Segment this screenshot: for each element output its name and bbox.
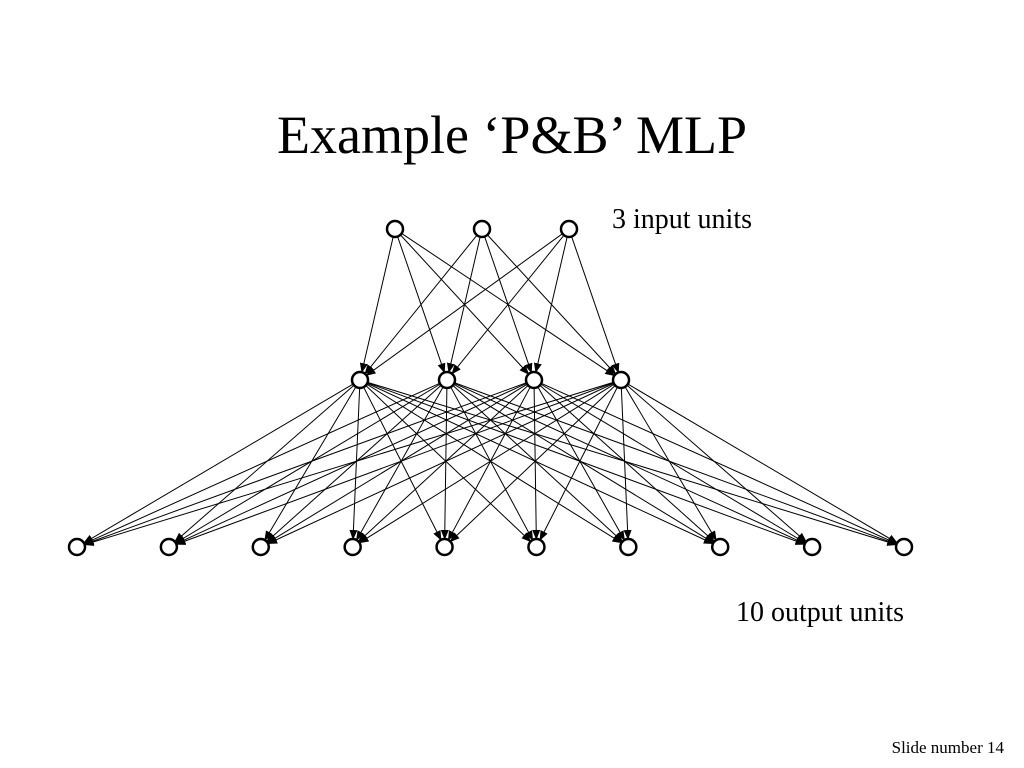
- slide-number: Slide number 14: [891, 738, 1004, 757]
- connection-hidden-4-to-output-8: [624, 386, 717, 541]
- output-unit-1: [67, 537, 87, 557]
- connection-hidden-3-to-output-8: [539, 384, 716, 543]
- connection-hidden-4-to-output-4: [358, 383, 615, 544]
- output-unit-6: [527, 537, 546, 557]
- connection-hidden-4-to-output-6: [539, 386, 618, 541]
- connection-hidden-3-to-output-4: [357, 385, 529, 543]
- connection-input-2-to-hidden-1: [364, 234, 478, 375]
- output-unit-10: [894, 537, 914, 557]
- hidden-unit-1: [350, 370, 370, 390]
- connection-hidden-4-to-output-1: [83, 381, 614, 546]
- connection-hidden-2-to-output-2: [174, 383, 441, 544]
- connection-hidden-2-to-output-7: [452, 385, 624, 543]
- hidden-unit-2: [437, 370, 457, 390]
- connection-hidden-3-to-output-9: [540, 383, 807, 544]
- connection-hidden-1-to-output-10: [367, 381, 898, 546]
- connection-hidden-4-to-output-5: [449, 385, 616, 543]
- hidden-unit-4: [611, 370, 631, 390]
- connection-hidden-1-to-output-2: [174, 384, 355, 543]
- input-units-label: 3 input units: [612, 204, 753, 235]
- connection-input-3-to-hidden-1: [365, 233, 563, 376]
- connection-hidden-1-to-output-9: [367, 382, 806, 545]
- connection-input-3-to-hidden-4: [571, 236, 620, 374]
- connection-hidden-3-to-output-3: [266, 383, 528, 544]
- connection-hidden-2-to-output-8: [453, 383, 715, 544]
- connection-hidden-3-to-output-2: [175, 382, 527, 545]
- connection-hidden-3-to-output-5: [447, 386, 531, 541]
- connection-hidden-3-to-output-6: [532, 387, 541, 541]
- output-unit-9: [802, 537, 822, 557]
- connection-input-3-to-hidden-2: [451, 234, 565, 375]
- slide-title: Example ‘P&B’ MLP: [277, 105, 747, 165]
- input-unit-1: [385, 219, 405, 239]
- output-unit-5: [435, 537, 454, 557]
- connection-hidden-4-to-output-10: [627, 383, 898, 544]
- connection-hidden-3-to-output-1: [83, 382, 527, 545]
- connection-hidden-2-to-output-1: [83, 382, 440, 545]
- connection-hidden-4-to-output-3: [267, 382, 614, 545]
- connection-hidden-4-to-output-9: [626, 384, 807, 543]
- connection-hidden-3-to-output-7: [537, 386, 625, 541]
- connection-hidden-2-to-output-6: [450, 386, 534, 541]
- output-units-label: 10 output units: [736, 597, 905, 628]
- connection-hidden-1-to-output-8: [367, 382, 714, 545]
- connection-hidden-1-to-output-5: [363, 386, 442, 541]
- connection-hidden-2-to-output-9: [454, 382, 806, 545]
- output-unit-4: [343, 537, 362, 557]
- connection-hidden-1-to-output-3: [264, 386, 357, 541]
- connection-group: [83, 233, 898, 546]
- connection-hidden-4-to-output-7: [620, 387, 632, 541]
- output-unit-8: [710, 537, 730, 557]
- connection-hidden-4-to-output-2: [175, 382, 614, 545]
- connection-hidden-1-to-output-7: [366, 383, 623, 544]
- connection-input-1-to-hidden-1: [359, 236, 394, 374]
- connection-hidden-2-to-output-10: [454, 382, 898, 545]
- connection-input-3-to-hidden-3: [533, 236, 568, 374]
- hidden-unit-3: [524, 370, 544, 390]
- connection-hidden-3-to-output-10: [541, 382, 898, 545]
- connection-hidden-1-to-output-4: [349, 387, 361, 541]
- connection-hidden-2-to-output-5: [440, 387, 449, 541]
- output-unit-7: [619, 537, 638, 557]
- output-unit-2: [159, 537, 179, 557]
- input-unit-2: [472, 219, 492, 239]
- connection-hidden-1-to-output-6: [365, 385, 532, 543]
- input-unit-3: [559, 219, 579, 239]
- connection-hidden-2-to-output-4: [356, 386, 444, 541]
- connection-hidden-1-to-output-1: [83, 383, 354, 544]
- unit-group: [67, 219, 914, 557]
- output-unit-3: [251, 537, 271, 557]
- connection-hidden-2-to-output-3: [265, 384, 442, 543]
